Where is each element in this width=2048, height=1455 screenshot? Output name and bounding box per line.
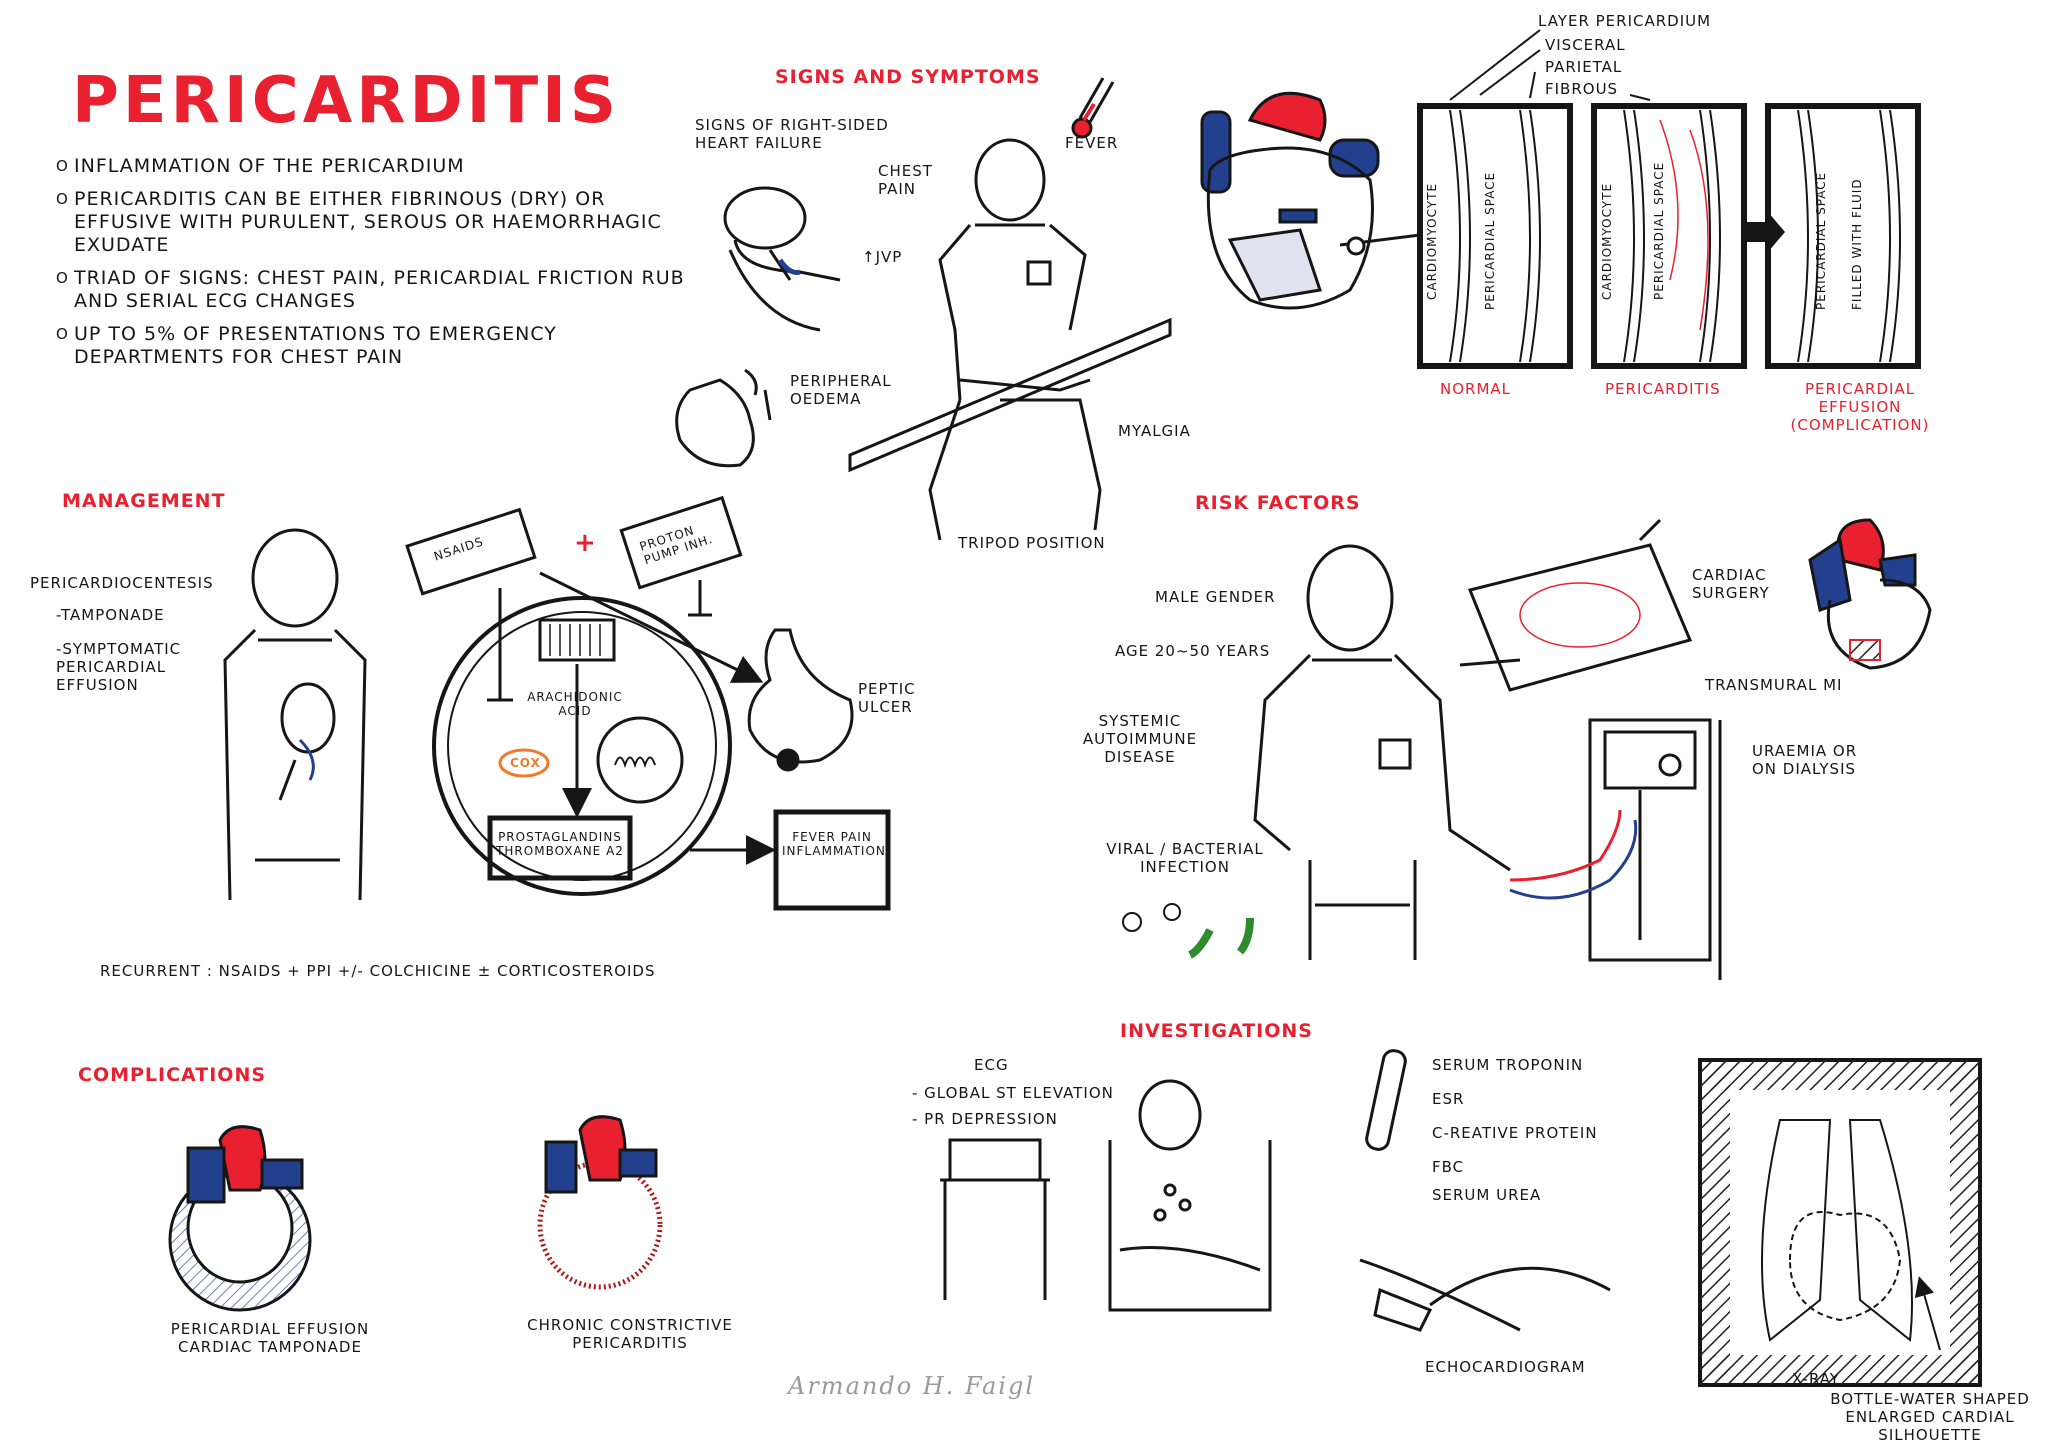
nucleus: [596, 716, 684, 804]
uraemia-label: Uraemia or on dialysis: [1752, 742, 1858, 778]
intro-bullet: Pericarditis can be either fibrinous (dr…: [56, 188, 706, 257]
echo-probe-drawing: [1359, 1258, 1611, 1332]
progression-arrow-icon: [1746, 212, 1785, 252]
pericardiocentesis-man-drawing: [223, 528, 367, 901]
constrictive-caption: Chronic constrictive pericarditis: [527, 1316, 733, 1352]
page-title: Pericarditis: [72, 64, 620, 138]
jvp-label: ↑JVP: [862, 248, 903, 266]
complications-heading: Complications: [78, 1064, 267, 1086]
layer-callout-lines: [1449, 29, 1651, 101]
intro-bullet: Inflammation of the pericardium: [56, 155, 706, 178]
male-patient-drawing: [1253, 544, 1511, 960]
test-tube-icon: [1365, 1049, 1407, 1151]
mi-heart-drawing: [1808, 518, 1932, 670]
xray-drawing: [1698, 1058, 1982, 1387]
panel1-label-a: Cardiomyocyte: [1425, 182, 1439, 300]
oedema-foot-drawing: [675, 368, 772, 468]
effects-box: [773, 809, 891, 911]
male-label: Male gender: [1155, 588, 1276, 606]
effusion-heart-drawing: [168, 1125, 312, 1312]
layer-title: Layer pericardium: [1538, 12, 1712, 30]
signs-heading: Signs and symptoms: [775, 66, 1041, 88]
intro-bullet: Up to 5% of presentations to emergency d…: [56, 323, 706, 369]
parietal-label: Parietal: [1545, 58, 1623, 76]
prostaglandins-box: [487, 815, 633, 881]
tripod-label: Tripod position: [958, 534, 1106, 552]
fever-label: Fever: [1065, 134, 1119, 152]
plus-sign: +: [574, 528, 597, 558]
panel3-label-a: Pericardial space: [1814, 171, 1828, 310]
nsaids-box: [405, 507, 537, 596]
intro-list: Inflammation of the pericardium Pericard…: [56, 155, 706, 379]
tamponade-label: -Tamponade: [56, 606, 165, 624]
layer-panel-lines: [1449, 109, 1901, 363]
st-label: - Global ST elevation: [912, 1084, 1114, 1102]
arachidonic-label: Arachidonic acid: [527, 690, 623, 718]
risk-heading: Risk factors: [1195, 492, 1361, 514]
lying-patient-drawing: [723, 186, 841, 332]
mi-label: Transmural MI: [1705, 676, 1843, 694]
lab-item: FBC: [1432, 1158, 1465, 1176]
effusion-caption: Pericardial effusion cardiac tamponade: [170, 1320, 370, 1356]
effects-label: Fever pain inflammation: [782, 830, 886, 858]
cardiac-surgery-drawing: [1459, 518, 1693, 692]
prostaglandins-label: Prostaglandins Thromboxane A2: [496, 830, 624, 858]
management-heading: Management: [62, 490, 226, 512]
investigations-heading: Investigations: [1120, 1020, 1313, 1042]
constrictive-heart-drawing: [537, 1115, 663, 1290]
fibrous-label: Fibrous: [1545, 80, 1619, 98]
xray-label: X-ray: [1792, 1370, 1841, 1388]
cox-label: COX: [510, 756, 541, 770]
pericardiocentesis-label: Pericardiocentesis: [30, 574, 214, 592]
panel2-label-a: Cardiomyocyte: [1600, 182, 1614, 300]
signature: Armando H. Faigl: [788, 1372, 1036, 1400]
lab-item: Serum troponin: [1432, 1056, 1584, 1074]
lab-item: ESR: [1432, 1090, 1465, 1108]
ecg-bed-drawing: [940, 1079, 1272, 1312]
tripod-man-drawing: [848, 138, 1172, 541]
ecg-label: ECG: [974, 1056, 1009, 1074]
panel1-label-b: Pericardial space: [1483, 171, 1497, 310]
caption-pericarditis: Pericarditis: [1605, 380, 1721, 398]
echo-label: Echocardiogram: [1425, 1358, 1586, 1376]
cox-enzyme: [498, 748, 550, 778]
autoimmune-label: Systemic autoimmune disease: [1082, 712, 1198, 766]
peptic-label: Peptic ulcer: [858, 680, 916, 716]
symptomatic-label: -Symptomatic pericardial effusion: [56, 640, 182, 694]
thermometer-icon: [1071, 77, 1115, 139]
pathogen-drawing: [1122, 903, 1254, 959]
dialysis-machine-drawing: [1509, 718, 1722, 980]
panel3-label-b: Filled with fluid: [1850, 178, 1864, 310]
cell-membrane: [432, 596, 732, 896]
right-heart-label: Signs of right-sided heart failure: [695, 116, 889, 152]
visceral-label: Visceral: [1545, 36, 1626, 54]
lab-item: Serum urea: [1432, 1186, 1542, 1204]
recurrent-label: Recurrent : NSAIDs + PPI +/- colchicine …: [100, 962, 656, 980]
caption-normal: Normal: [1440, 380, 1512, 398]
chest-pain-label: Chest pain: [878, 162, 933, 198]
arachidonic-membrane: [538, 618, 616, 662]
lab-item: C-reative protein: [1432, 1124, 1598, 1142]
stomach-drawing: [747, 628, 854, 772]
caption-effusion: Pericardial effusion (complication): [1790, 380, 1930, 434]
bottle-label: Bottle-water shaped enlarged cardial sil…: [1830, 1390, 2030, 1444]
infection-label: Viral / bacterial infection: [1106, 840, 1264, 876]
heart-pericardium-drawing: [1200, 91, 1421, 310]
cardiac-surgery-label: Cardiac surgery: [1692, 566, 1770, 602]
age-label: Age 20~50 years: [1115, 642, 1271, 660]
panel2-label-b: Pericardial space: [1652, 161, 1666, 300]
ppi-box: [619, 495, 743, 590]
myalgia-label: Myalgia: [1118, 422, 1191, 440]
pr-label: - PR depression: [912, 1110, 1058, 1128]
intro-bullet: Triad of signs: chest pain, pericardial …: [56, 267, 706, 313]
oedema-label: Peripheral oedema: [790, 372, 892, 408]
